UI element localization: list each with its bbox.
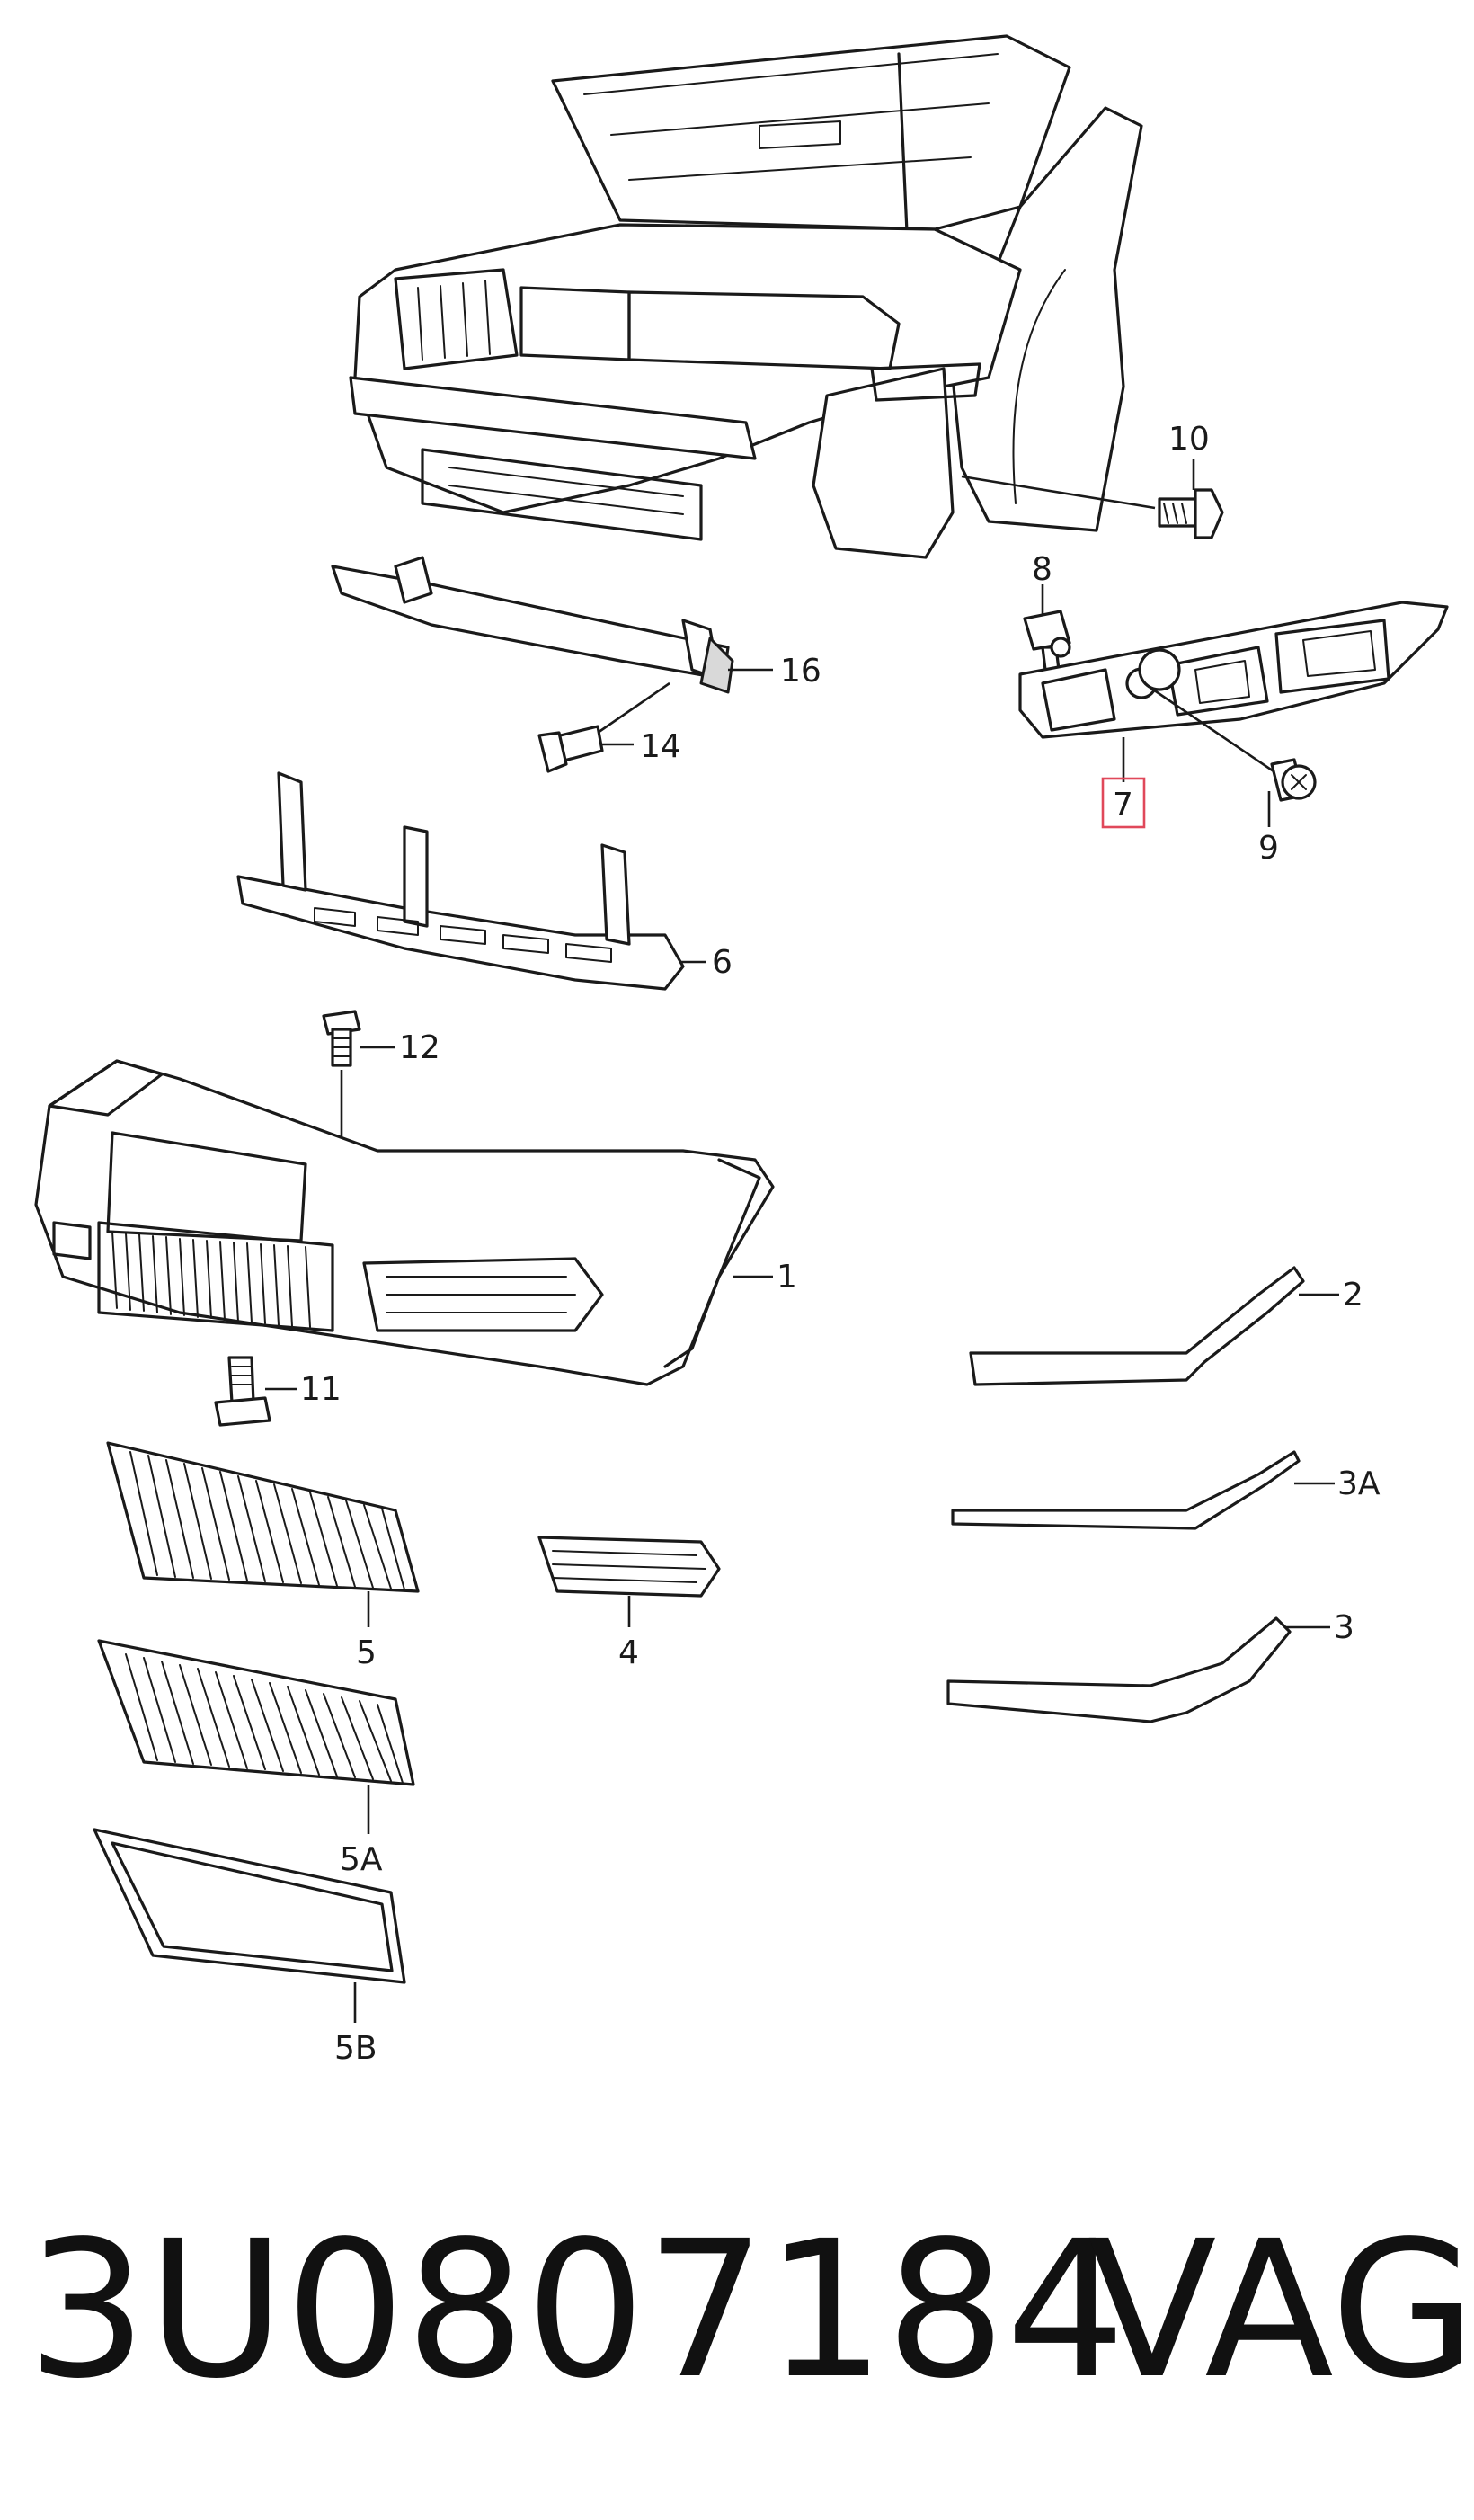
callout-9: 9 <box>1258 830 1279 867</box>
callout-5a: 5A <box>340 1841 383 1878</box>
callout-4: 4 <box>618 1634 639 1671</box>
molding-2 <box>969 1266 1339 1386</box>
callout-10: 10 <box>1168 421 1210 458</box>
callout-5b: 5B <box>334 2030 377 2067</box>
impact-absorber-6 <box>236 771 706 991</box>
screw-12 <box>322 1010 395 1155</box>
fog-grille-4 <box>537 1536 721 1627</box>
callout-7: 7 <box>1113 787 1133 824</box>
callout-2: 2 <box>1343 1277 1363 1313</box>
callout-8: 8 <box>1032 551 1052 588</box>
callout-3: 3 <box>1334 1609 1354 1646</box>
grille-5 <box>106 1441 420 1627</box>
car-front-illustration <box>349 34 1143 559</box>
headlight-bracket-assembly <box>1018 584 1449 827</box>
part-number: 3U0807184 <box>27 2200 1126 2420</box>
highlight-box-7 <box>1101 777 1146 829</box>
molding-3a <box>951 1450 1335 1530</box>
callout-6: 6 <box>712 944 733 981</box>
callout-5: 5 <box>356 1634 377 1671</box>
callout-12: 12 <box>399 1029 440 1066</box>
screw-11 <box>214 1356 297 1427</box>
callout-16: 16 <box>780 653 821 690</box>
brand-label: VAG <box>1088 2200 1474 2420</box>
callout-3a: 3A <box>1337 1465 1381 1502</box>
bumper-cover-1 <box>34 1059 775 1386</box>
grille-5a <box>97 1639 415 1834</box>
molding-3 <box>946 1616 1330 1723</box>
callout-1: 1 <box>777 1259 797 1296</box>
bracket-16 <box>331 556 773 773</box>
callout-11: 11 <box>300 1371 342 1408</box>
grille-frame-5b <box>93 1828 406 2023</box>
bolt-10 <box>961 459 1224 539</box>
callout-14: 14 <box>640 728 681 765</box>
